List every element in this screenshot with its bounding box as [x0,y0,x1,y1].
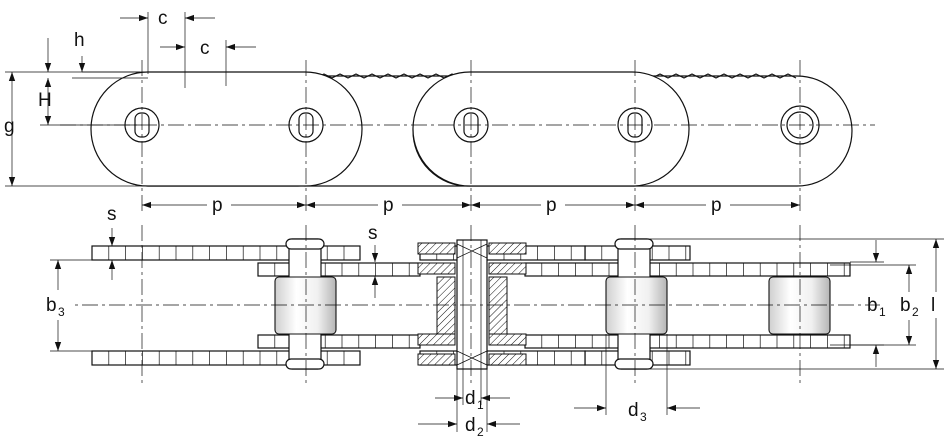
inner-plate-strip-bottom-right [524,334,851,349]
label-p-3: p [546,195,557,216]
label-b2: b [900,295,911,316]
label-g: g [4,116,15,137]
label-b1: b [867,295,878,316]
label-b3: b [46,295,57,316]
outer-plate-1 [90,71,363,187]
roller-3 [605,276,668,335]
label-d1: d [465,388,476,409]
label-h: h [74,30,85,51]
label-c-top: c [158,8,168,29]
outer-plate-2 [412,71,690,187]
label-d3: d [628,400,639,421]
label-c-mid: c [200,38,210,59]
svg-text:1: 1 [879,305,886,319]
roller-4 [768,276,831,335]
inner-plate-strip-top-right [524,262,851,277]
inner-plate-strip-top-left [257,262,421,277]
pin-2-section [456,239,488,370]
label-p-2: p [383,195,394,216]
sectioned-link [417,239,527,370]
svg-text:2: 2 [477,425,484,439]
label-H: H [38,90,52,111]
svg-text:3: 3 [58,305,65,319]
plan-view: b 3 s s b 1 b 2 l d 1 [44,204,944,439]
label-s-left: s [107,204,117,225]
svg-text:3: 3 [640,410,647,424]
label-d2: d [465,415,476,436]
side-view: g H h c c p p p [4,8,875,216]
pitch-dimensions: p p p p [142,195,800,216]
label-l: l [931,295,935,316]
svg-text:2: 2 [912,305,919,319]
roller-1 [274,276,337,335]
svg-text:1: 1 [477,398,484,412]
label-p-1: p [212,195,223,216]
label-s-mid: s [368,223,378,244]
inner-plate-strip-bottom-left [257,334,421,349]
label-p-4: p [711,195,722,216]
